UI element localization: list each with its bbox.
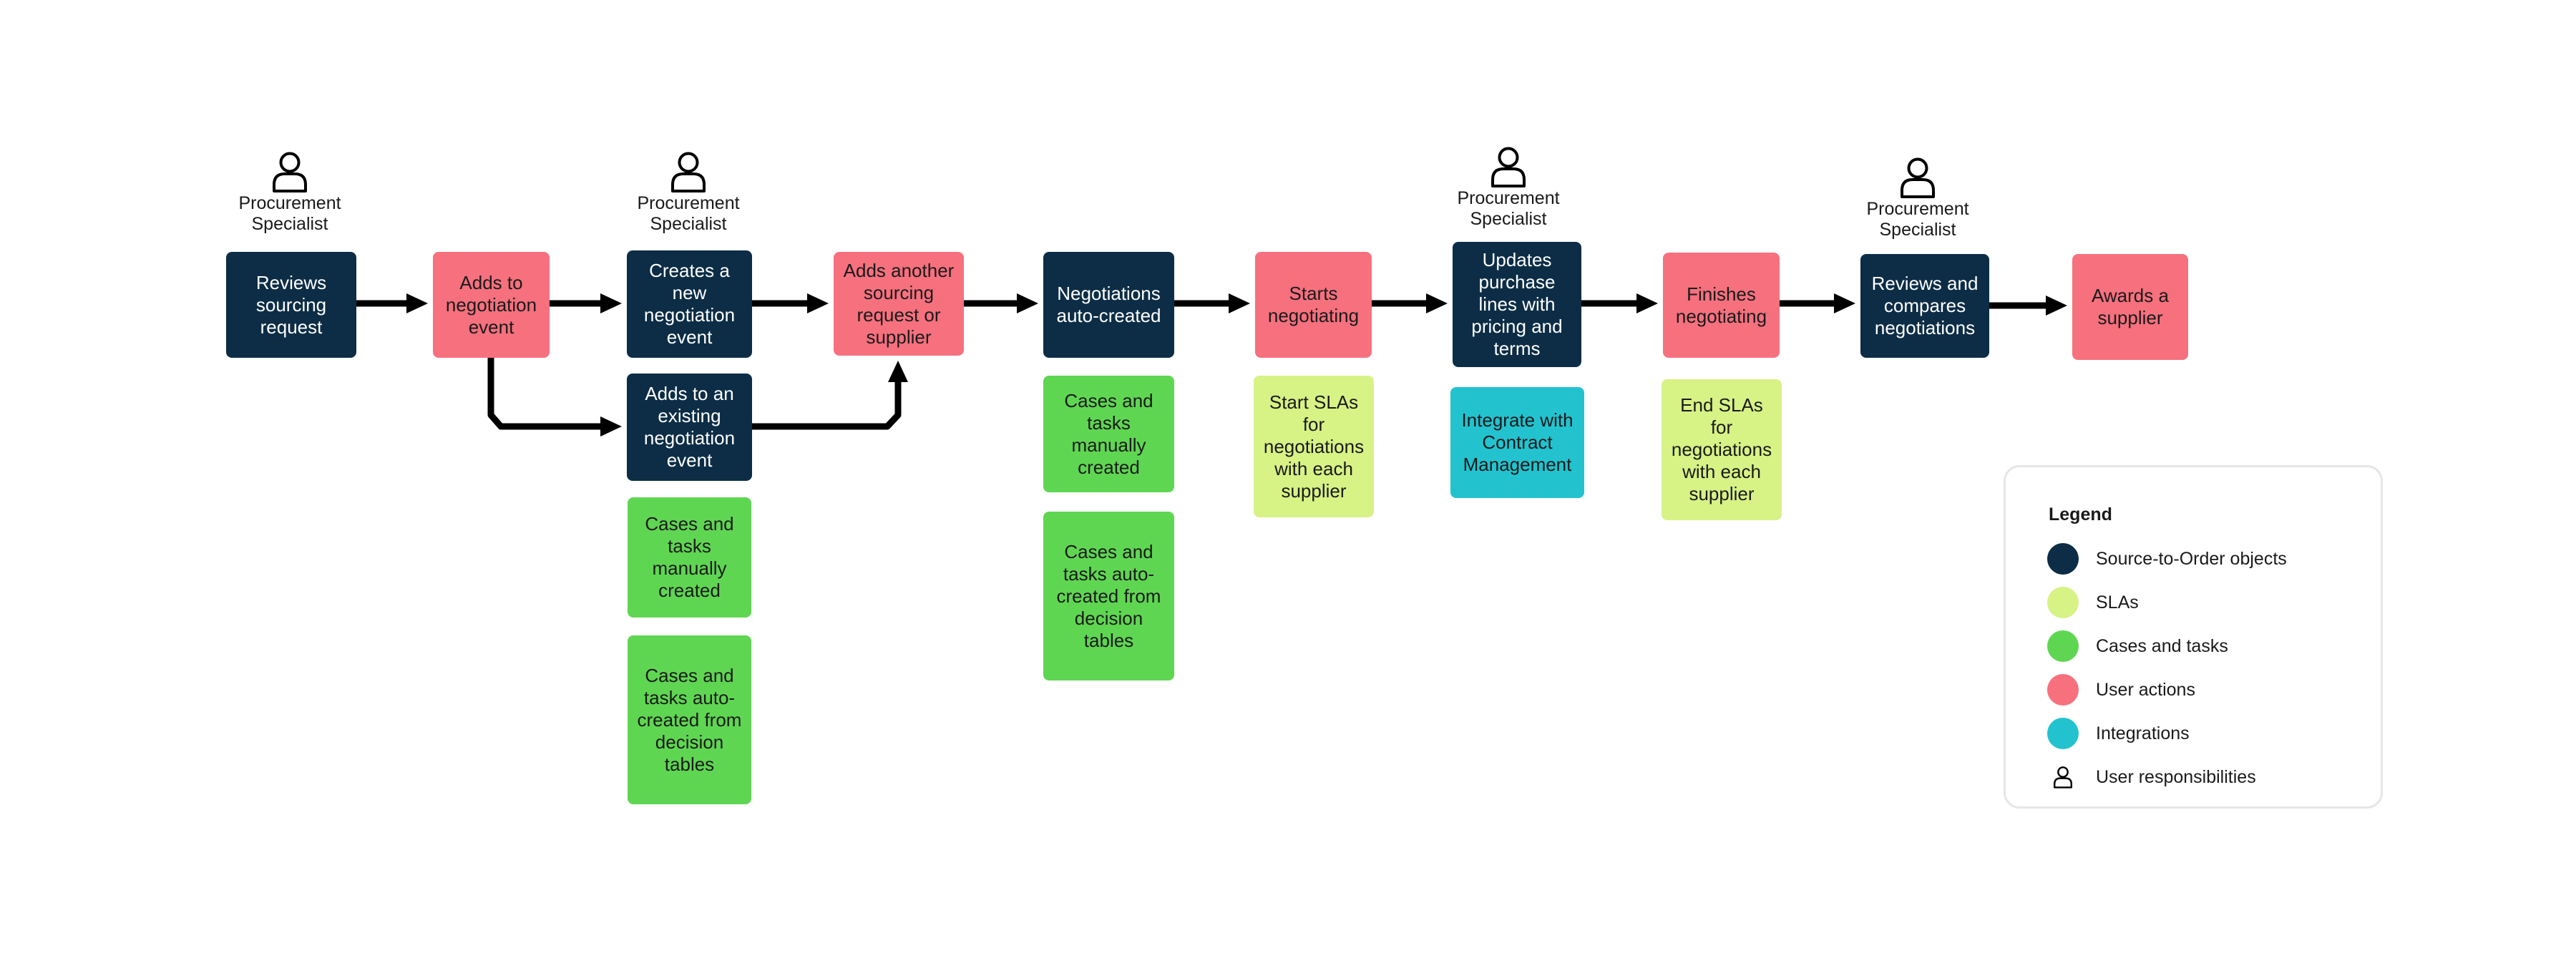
arrow-adds-to-existing-head	[600, 416, 622, 436]
node-adds-to-existing-negotiation-event: Adds to an existing negotiation event	[627, 374, 752, 481]
node-reviews-sourcing-request: Reviews sourcing request	[226, 252, 356, 358]
arrow-creates-to-another-head	[807, 293, 829, 313]
legend-item-slas: SLAs	[2047, 587, 2139, 618]
node-end-slas: End SLAs for negotiations with each supp…	[1662, 379, 1782, 520]
arrow-another-to-negotiations-head	[1017, 293, 1038, 313]
arrow-negotiations-to-starts-head	[1229, 293, 1250, 313]
node-cases-tasks-manually-created-1: Cases and tasks manually created	[628, 497, 751, 618]
persona-label: Procurement Specialist	[1866, 199, 1969, 240]
node-integrate-contract-management: Integrate with Contract Management	[1450, 387, 1584, 498]
legend-item-user-actions: User actions	[2047, 674, 2195, 706]
person-icon	[273, 152, 307, 192]
legend-item-user-responsibilities: User responsibilities	[2047, 761, 2256, 793]
persona-procurement-specialist-2: Procurement Specialist	[610, 150, 767, 235]
arrow-updates-to-finishes-head	[1636, 293, 1658, 313]
node-adds-to-negotiation-event: Adds to negotiation event	[433, 252, 550, 358]
legend-swatch	[2047, 587, 2079, 618]
legend-item-cases-and-tasks: Cases and tasks	[2047, 630, 2228, 662]
person-icon	[2047, 761, 2079, 793]
node-cases-tasks-manually-created-2: Cases and tasks manually created	[1043, 376, 1174, 492]
node-start-slas: Start SLAs for negotiations with each su…	[1254, 376, 1374, 517]
legend: Legend Source-to-Order objects SLAs Case…	[2004, 465, 2383, 809]
legend-item-source-to-order: Source-to-Order objects	[2047, 543, 2287, 575]
node-finishes-negotiating: Finishes negotiating	[1663, 253, 1780, 358]
arrow-group	[356, 293, 2067, 436]
persona-procurement-specialist-1: Procurement Specialist	[211, 150, 369, 235]
legend-swatch	[2047, 718, 2079, 749]
arrow-starts-to-updates-head	[1426, 293, 1448, 313]
arrow-existing-to-another-line	[752, 378, 902, 430]
node-awards-supplier: Awards a supplier	[2072, 254, 2188, 360]
person-icon	[1491, 147, 1526, 187]
arrow-adds-to-creates-head	[600, 293, 622, 313]
persona-procurement-specialist-3: Procurement Specialist	[1430, 145, 1587, 230]
node-reviews-compares-negotiations: Reviews and compares negotiations	[1860, 254, 1989, 358]
node-adds-another-sourcing-request: Adds another sourcing request or supplie…	[834, 252, 964, 356]
legend-swatch	[2047, 630, 2079, 662]
person-icon	[1901, 157, 1935, 198]
persona-label: Procurement Specialist	[637, 193, 740, 234]
arrow-reviews-to-awards-head	[2046, 296, 2067, 316]
node-creates-new-negotiation-event: Creates a new negotiation event	[627, 250, 752, 358]
node-starts-negotiating: Starts negotiating	[1255, 252, 1372, 358]
person-icon	[671, 152, 706, 192]
arrow-finishes-to-reviews-head	[1834, 293, 1855, 313]
persona-label: Procurement Specialist	[238, 193, 341, 234]
persona-procurement-specialist-4: Procurement Specialist	[1839, 156, 1996, 240]
arrow-existing-to-another-head	[888, 361, 908, 382]
node-negotiations-auto-created: Negotiations auto-created	[1043, 252, 1174, 358]
node-cases-tasks-auto-created-1: Cases and tasks auto-created from decisi…	[628, 635, 751, 804]
arrow-reviews-to-adds-head	[406, 293, 428, 313]
node-updates-purchase-lines: Updates purchase lines with pricing and …	[1453, 242, 1581, 367]
legend-swatch	[2047, 543, 2079, 575]
node-cases-tasks-auto-created-2: Cases and tasks auto-created from decisi…	[1043, 512, 1174, 680]
arrow-adds-to-existing-line	[487, 358, 605, 430]
legend-item-integrations: Integrations	[2047, 718, 2190, 749]
legend-title: Legend	[2049, 504, 2112, 525]
legend-swatch	[2047, 674, 2079, 706]
persona-label: Procurement Specialist	[1457, 188, 1560, 229]
